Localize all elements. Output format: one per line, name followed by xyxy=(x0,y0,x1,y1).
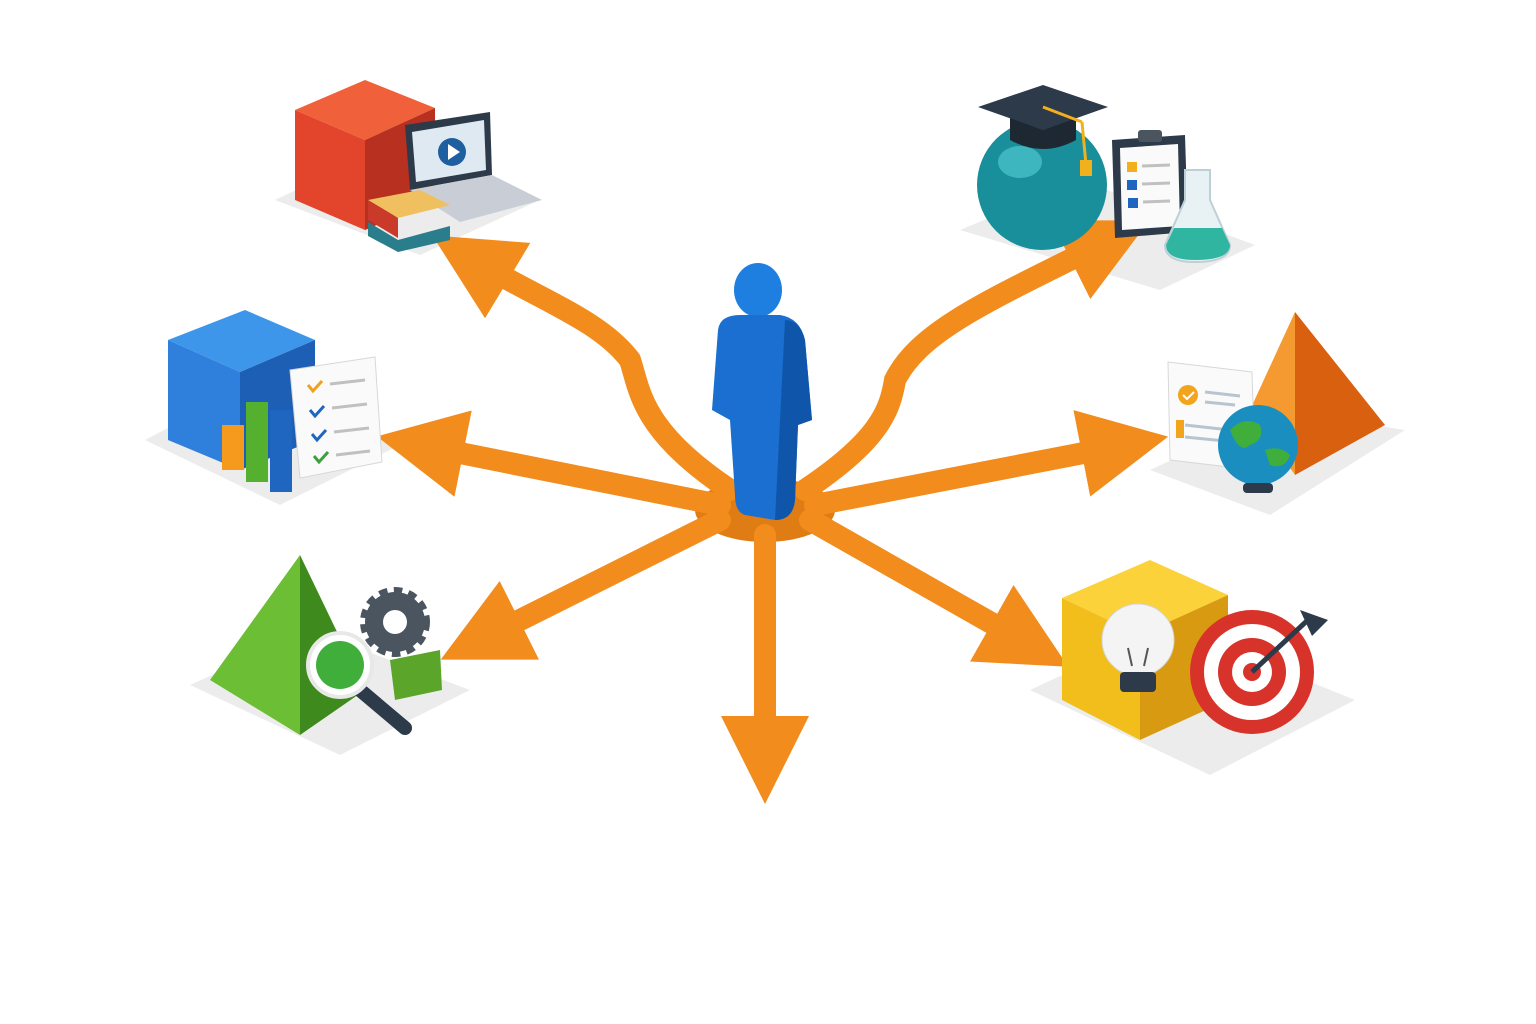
globe-icon xyxy=(1218,405,1298,493)
books-icon xyxy=(368,190,450,252)
group-top-left xyxy=(295,80,542,252)
arrows xyxy=(376,220,1169,804)
magnifier-icon xyxy=(306,631,412,735)
group-left xyxy=(168,310,383,492)
group-bottom-left xyxy=(210,555,442,735)
clipboard-icon xyxy=(1112,130,1188,238)
person-icon xyxy=(712,263,812,520)
arrow-top-left xyxy=(432,235,741,501)
target-dart-icon xyxy=(1190,610,1328,734)
arrow-left xyxy=(376,410,731,516)
lightbulb-icon xyxy=(1101,603,1175,692)
group-top-right xyxy=(977,85,1232,264)
graduation-cap-icon xyxy=(978,85,1108,176)
arrow-bottom-right xyxy=(799,509,1069,667)
arrow-top-right xyxy=(794,220,1150,501)
checklist-icon xyxy=(289,356,383,479)
arrow-right xyxy=(804,410,1169,516)
group-right xyxy=(1167,312,1385,493)
arrow-bottom-left xyxy=(440,509,731,660)
teal-sphere-icon xyxy=(977,120,1107,250)
group-bottom-right xyxy=(1062,560,1328,740)
bar-chart-icon xyxy=(222,402,292,492)
flask-icon xyxy=(1163,169,1232,264)
green-block xyxy=(390,650,442,700)
laptop-play-icon xyxy=(405,112,542,222)
gear-icon xyxy=(360,587,430,657)
